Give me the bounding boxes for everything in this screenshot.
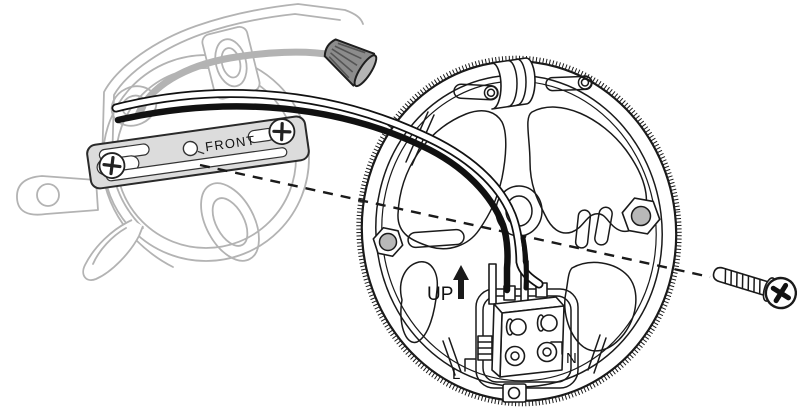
plate-side-slot <box>407 228 465 249</box>
plate-cutout-lower-left <box>399 261 439 343</box>
plate-bottom-tab <box>502 383 527 403</box>
plate-hex-boss-right <box>621 197 661 235</box>
spoke <box>593 337 607 374</box>
ground-wire <box>134 48 336 119</box>
finger-slot-1 <box>574 209 592 249</box>
bracket-screw-left <box>98 152 126 179</box>
neutral-leader-line <box>550 341 563 355</box>
terminal-side-face <box>491 303 503 378</box>
spoke <box>587 334 601 371</box>
junction-box <box>16 3 364 281</box>
screw-threads <box>724 268 761 295</box>
junction-box-bottom-knockout <box>200 182 260 262</box>
plate-knurled-edge <box>356 55 682 407</box>
knockout-ellipse-inner <box>211 197 249 247</box>
terminal-screws <box>504 341 558 367</box>
wire-pin-left <box>488 263 497 305</box>
neutral-wire <box>113 90 542 287</box>
mounting-screw <box>712 266 798 310</box>
junction-box-outer-edge <box>101 3 364 268</box>
tab-hole <box>507 386 521 400</box>
spoke <box>448 337 462 373</box>
knockout-hole-inner <box>220 47 242 79</box>
terminal-screw-center <box>542 347 552 357</box>
bracket-center-hole <box>182 140 199 157</box>
plate-hex-boss-left <box>372 226 404 258</box>
mounting-bracket: FRONT <box>86 115 310 190</box>
wire-nut <box>323 38 378 88</box>
bracket-hole-tick <box>197 150 205 155</box>
phillips-cross-icon <box>770 282 791 304</box>
junction-box-inner-edge <box>111 13 341 229</box>
live-leader-line <box>464 358 476 372</box>
front-label: FRONT <box>204 132 256 154</box>
wire-nut-cap <box>353 54 378 88</box>
wires <box>111 48 544 294</box>
slot-hole-outer <box>577 75 593 90</box>
clamp-inner-line <box>92 227 127 265</box>
clamp-outline <box>82 219 144 281</box>
slot-hole-outer <box>483 85 499 101</box>
junction-box-mounting-ear <box>16 175 99 216</box>
spoke <box>442 340 456 376</box>
slot-hole-inner <box>580 78 590 87</box>
phillips-cross-icon <box>102 156 122 176</box>
screw-shaft <box>712 266 771 297</box>
hex-hole <box>378 232 398 252</box>
terminal-block <box>475 260 579 389</box>
terminal-rib-lines <box>477 341 493 355</box>
post <box>540 314 558 332</box>
live-wire <box>114 103 511 294</box>
wire-nut-ribs <box>328 42 366 79</box>
up-label: UP <box>427 284 453 305</box>
plate-finger-slots <box>574 206 613 249</box>
junction-box-cable-clamp <box>82 219 144 281</box>
terminal-screw-center <box>510 351 520 361</box>
cylinder-line-1 <box>507 59 518 108</box>
phillips-cross-icon <box>272 122 292 142</box>
plate-top-slot-right <box>545 75 593 92</box>
up-arrow-icon <box>453 265 469 299</box>
cylinder-line-2 <box>516 58 527 106</box>
live-label: L <box>452 366 460 383</box>
terminal-screw <box>536 341 558 363</box>
alignment-dashed-line <box>199 163 711 279</box>
plate-top-slot-left <box>453 83 499 101</box>
hex-hole <box>630 205 652 227</box>
finger-slot-2 <box>594 206 613 246</box>
live-wire-branch <box>520 235 529 291</box>
bracket-screw-right <box>268 118 296 145</box>
post <box>509 318 527 336</box>
slot-hole-inner <box>486 88 496 98</box>
terminal-posts <box>505 314 558 336</box>
ear-hole <box>36 183 60 207</box>
knockout-ellipse-outer <box>200 182 260 262</box>
plate-hanger-cylinder <box>491 57 536 110</box>
terminal-screw <box>504 345 526 367</box>
neutral-label: N <box>566 350 577 367</box>
